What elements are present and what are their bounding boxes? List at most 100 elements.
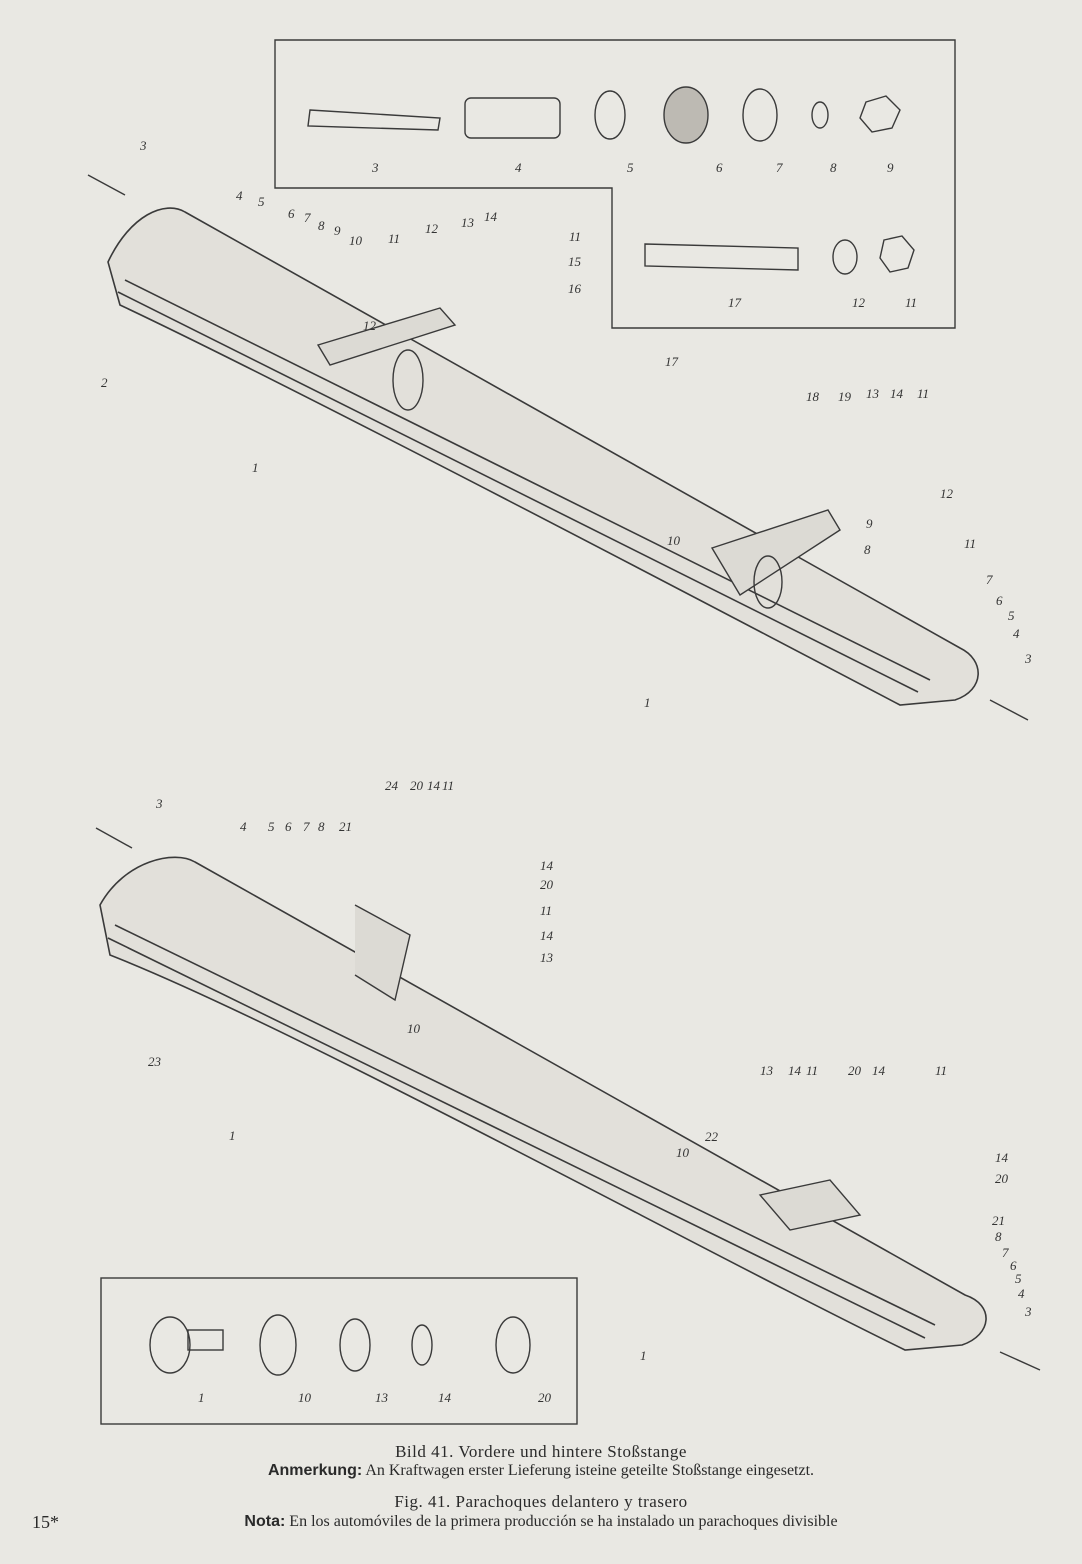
rear-callout-26: 22 [705, 1129, 719, 1144]
rear-bumper [99, 856, 987, 1351]
rear-callout-11: 11 [442, 778, 454, 793]
rear-callout-13: 20 [540, 877, 554, 892]
top-callout-3: 5 [627, 160, 634, 175]
rear-callout-21: 14 [788, 1063, 802, 1078]
front-callout-1: 3 [139, 138, 147, 153]
figure-note-german: Anmerkung: An Kraftwagen erster Lieferun… [0, 1462, 1082, 1480]
rear-callout-23: 20 [848, 1063, 862, 1078]
front-callout-17: 12 [363, 318, 377, 333]
rear-callout-15: 14 [540, 928, 554, 943]
figure-title-spanish: Fig. 41. Parachoques delantero y trasero [394, 1492, 688, 1511]
note-label-german: Anmerkung: [267, 1462, 363, 1479]
rear-callout-20: 13 [760, 1063, 774, 1078]
top-callout-8: 17 [728, 295, 742, 310]
front-callout-11: 13 [461, 215, 475, 230]
note-label-spanish: Nota: [244, 1513, 286, 1530]
bottom-callout-2: 10 [298, 1390, 312, 1405]
top-callout-10: 11 [905, 295, 917, 310]
front-callout-27: 9 [866, 516, 873, 531]
inset-parts-top [307, 86, 915, 275]
front-callout-34: 3 [1024, 651, 1032, 666]
front-bumper [107, 207, 979, 706]
figure-title-german: Bild 41. Vordere und hintere Stoßstange [395, 1442, 687, 1461]
rear-callout-14: 11 [540, 903, 552, 918]
front-callout-28: 8 [864, 542, 871, 557]
front-callout-25: 12 [940, 486, 954, 501]
rear-callout-22: 11 [806, 1063, 818, 1078]
front-callout-3: 5 [258, 194, 265, 209]
rear-callout-27: 10 [676, 1145, 690, 1160]
rear-callout-6: 8 [318, 819, 325, 834]
page-number: 15* [32, 1512, 59, 1532]
rear-callout-25: 11 [935, 1063, 947, 1078]
rear-callout-16: 13 [540, 950, 554, 965]
top-inset-frame [274, 39, 956, 329]
front-callout-4: 6 [288, 206, 295, 221]
bottom-inset-frame [100, 1277, 578, 1425]
rear-callout-8: 24 [385, 778, 399, 793]
front-callout-29: 11 [964, 536, 976, 551]
bolt-front-right [989, 699, 1029, 721]
front-callout-7: 9 [334, 223, 341, 238]
rear-callout-31: 8 [995, 1229, 1002, 1244]
top-callout-5: 7 [776, 160, 783, 175]
rear-callout-5: 7 [303, 819, 310, 834]
rear-callout-29: 20 [995, 1171, 1009, 1186]
rear-callout-12: 14 [540, 858, 554, 873]
rear-callout-4: 6 [285, 819, 292, 834]
rear-callout-32: 7 [1002, 1245, 1009, 1260]
rear-callout-10: 14 [427, 778, 441, 793]
front-callout-33: 4 [1013, 626, 1020, 641]
top-callout-4: 6 [716, 160, 723, 175]
front-callout-15: 16 [568, 281, 582, 296]
top-callout-7: 9 [887, 160, 894, 175]
rear-callout-3: 5 [268, 819, 275, 834]
front-callout-12: 14 [484, 209, 498, 224]
bolt-front-left [87, 174, 126, 196]
top-callout-6: 8 [830, 160, 837, 175]
rear-callout-37: 1 [640, 1348, 647, 1363]
bottom-callout-5: 20 [538, 1390, 552, 1405]
front-callout-5: 7 [304, 210, 311, 225]
front-callout-13: 11 [569, 229, 581, 244]
front-callout-21: 19 [838, 389, 852, 404]
front-callout-22: 13 [866, 386, 880, 401]
rear-callout-24: 14 [872, 1063, 886, 1078]
front-bracket-right [710, 509, 841, 609]
rear-callout-19: 1 [229, 1128, 236, 1143]
rear-callout-35: 4 [1018, 1286, 1025, 1301]
rear-callout-9: 20 [410, 778, 424, 793]
front-bracket-left [316, 307, 457, 411]
rear-bracket-left [354, 904, 411, 1002]
front-callout-24: 11 [917, 386, 929, 401]
front-callout-19: 17 [665, 354, 679, 369]
bottom-callout-3: 13 [375, 1390, 389, 1405]
front-callout-35: 1 [644, 695, 651, 710]
front-callout-20: 18 [806, 389, 820, 404]
figure-note-spanish: Nota: En los automóviles de la primera p… [0, 1513, 1082, 1531]
front-callout-16: 2 [101, 375, 108, 390]
front-callout-2: 4 [236, 188, 243, 203]
inset-parts-bottom [149, 1314, 531, 1376]
front-callout-23: 14 [890, 386, 904, 401]
rear-callout-30: 21 [992, 1213, 1005, 1228]
front-callout-26: 10 [667, 533, 681, 548]
bottom-callout-4: 14 [438, 1390, 452, 1405]
bolt-rear-right [999, 1351, 1041, 1371]
note-text-spanish: En los automóviles de la primera producc… [289, 1513, 838, 1530]
front-callout-32: 5 [1008, 608, 1015, 623]
rear-callout-17: 10 [407, 1021, 421, 1036]
rear-callout-34: 5 [1015, 1271, 1022, 1286]
front-callout-14: 15 [568, 254, 582, 269]
note-text-german: An Kraftwagen erster Lieferung isteine g… [365, 1462, 815, 1479]
front-callout-30: 7 [986, 572, 993, 587]
front-callout-31: 6 [996, 593, 1003, 608]
front-callout-9: 11 [388, 231, 400, 246]
rear-callout-1: 3 [155, 796, 163, 811]
front-callout-6: 8 [318, 218, 325, 233]
